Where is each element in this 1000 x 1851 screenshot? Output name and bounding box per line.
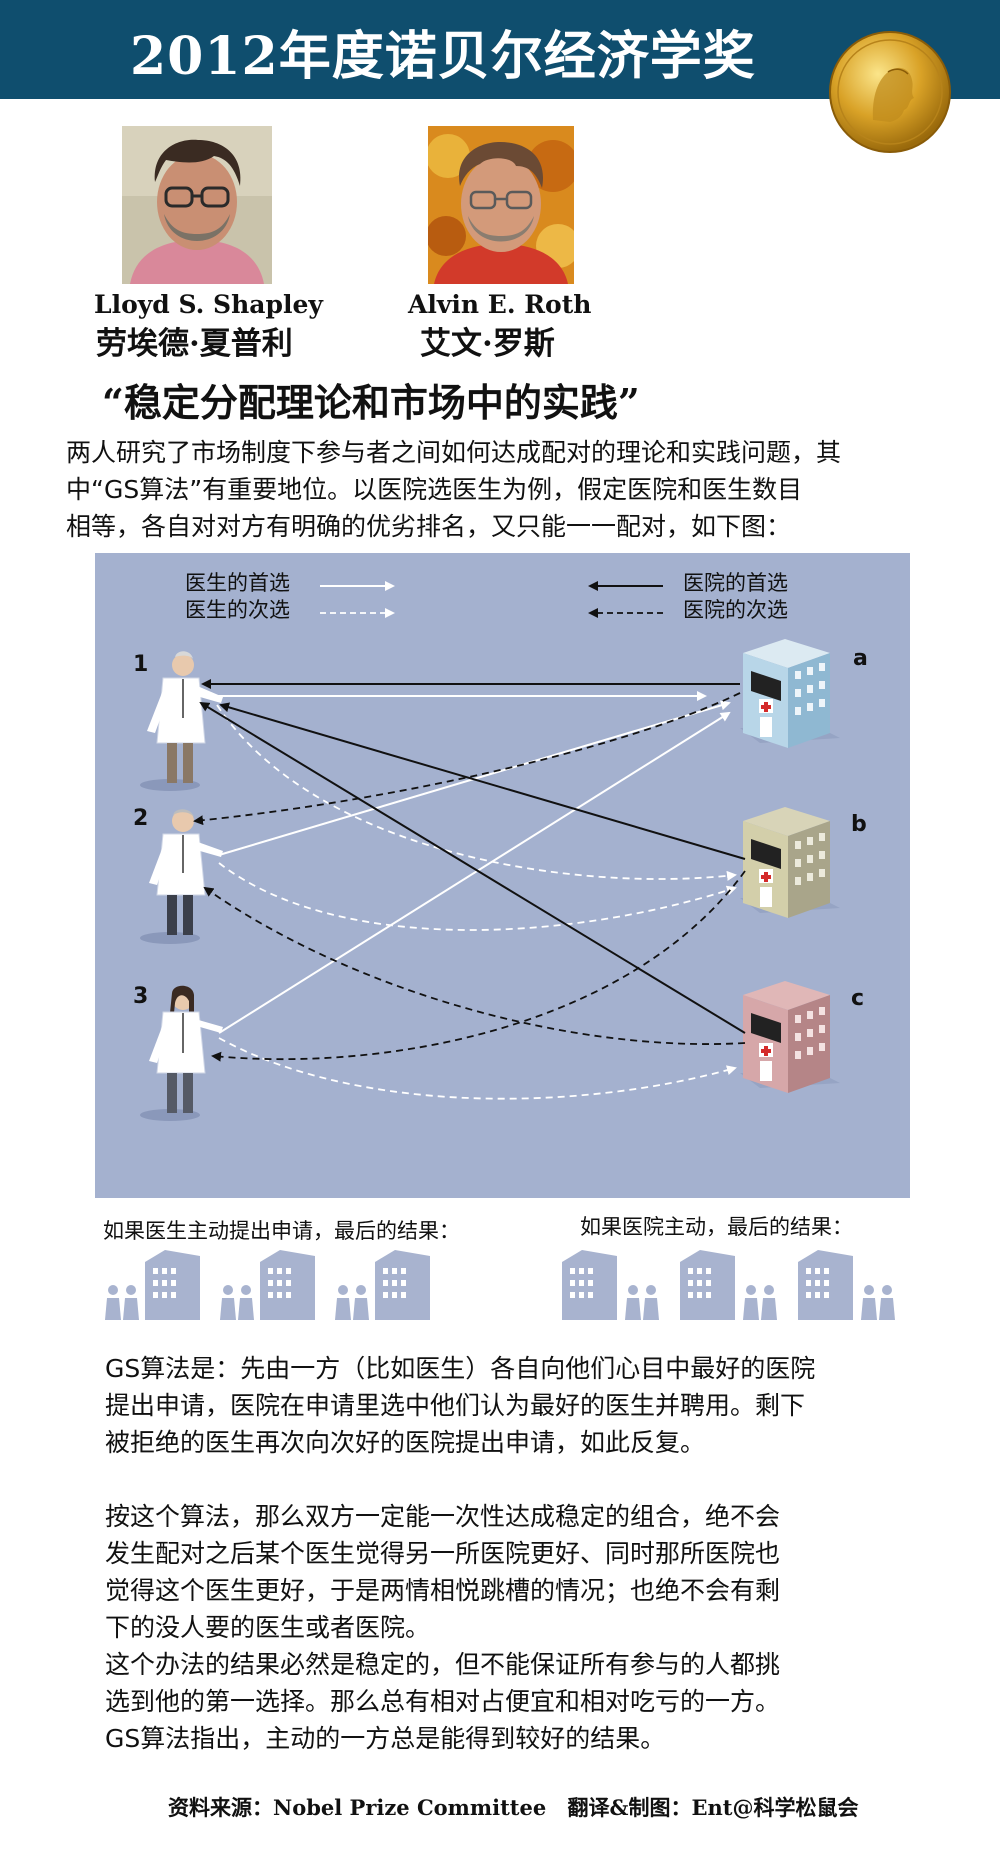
doctor-3: 3 <box>133 984 223 1121</box>
arrow-doctor1-second <box>216 704 737 881</box>
paragraph-line: GS算法指出，主动的一方总是能得到较好的结果。 <box>105 1724 666 1753</box>
legend-hospital-second: 医院的次选 <box>683 598 788 622</box>
roth-portrait <box>428 126 574 284</box>
result-doctor-initiative-label: 如果医生主动提出申请，最后的结果： <box>103 1219 460 1243</box>
arrow-doctor3-second <box>218 1037 737 1100</box>
paragraph-line: 两人研究了市场制度下参与者之间如何达成配对的理论和实践问题，其 <box>66 438 842 467</box>
footer-credits: 资料来源：Nobel Prize Committee 翻译&制图：Ent@科学松… <box>168 1792 872 1822</box>
paragraph-line: 相等，各自对对方有明确的优劣排名，又只能一一配对，如下图： <box>66 512 792 541</box>
footer-credit: 翻译&制图：Ent@科学松鼠会 <box>567 1795 859 1820</box>
paragraph-line: 按这个算法，那么双方一定能一次性达成稳定的组合，绝不会 <box>105 1502 781 1531</box>
header-banner: 2012年度诺贝尔经济学奖 <box>0 0 1000 99</box>
arrow-doctor3-first <box>218 711 731 1034</box>
stability-paragraph: 按这个算法，那么双方一定能一次性达成稳定的组合，绝不会 发生配对之后某个医生觉得… <box>105 1498 780 1757</box>
laureate-name-en: Alvin E. Roth <box>408 290 592 319</box>
result-pair: b+3 <box>741 1244 784 1266</box>
paragraph-line: 发生配对之后某个医生觉得另一所医院更好、同时那所医院也 <box>105 1539 781 1568</box>
result-pair: c+2 <box>857 1244 898 1266</box>
result-hospital-initiative-label: 如果医院主动，最后的结果： <box>580 1215 853 1239</box>
paragraph-line: 这个办法的结果必然是稳定的，但不能保证所有参与的人都挑 <box>105 1650 781 1679</box>
footer-source: 资料来源：Nobel Prize Committee <box>168 1795 547 1820</box>
matching-diagram: 医生的首选 医生的次选 医院的首选 医院的次选 1 2 3 <box>95 553 910 1198</box>
arrow-hospital-a-second <box>193 692 741 826</box>
arrow-hospital-c-second <box>203 886 746 1045</box>
result-pair: 1+a <box>104 1244 146 1266</box>
result-pair: 2+b <box>222 1244 265 1266</box>
laureate-name-cn: 艾文·罗斯 <box>420 326 555 362</box>
algorithm-paragraph: GS算法是：先由一方（比如医生）各自向他们心目中最好的医院 提出申请，医院在申请… <box>105 1350 815 1461</box>
hospital-label: b <box>851 812 867 837</box>
paragraph-line: 提出申请，医院在申请里选中他们认为最好的医生并聘用。剩下 <box>105 1391 806 1420</box>
legend-doctor-first: 医生的首选 <box>185 571 290 595</box>
hospital-label: c <box>851 986 864 1011</box>
hospital-a: a <box>740 639 868 748</box>
hospital-c: c <box>740 981 864 1093</box>
arrow-hospital-b-second <box>211 870 746 1062</box>
paragraph-line: 被拒绝的医生再次向次好的医院提出申请，如此反复。 <box>105 1428 706 1457</box>
paragraph-line: GS算法是：先由一方（比如医生）各自向他们心目中最好的医院 <box>105 1354 816 1383</box>
laureate-name-cn: 劳埃德·夏普利 <box>96 326 293 362</box>
doctor-1: 1 <box>133 651 223 791</box>
legend-doctor-second: 医生的次选 <box>185 598 290 622</box>
paragraph-line: 中“GS算法”有重要地位。以医院选医生为例，假定医院和医生数目 <box>66 475 803 504</box>
laureate-name-en: Lloyd S. Shapley <box>94 290 323 319</box>
paragraph-line: 觉得这个医生更好，于是两情相悦跳槽的情况；也绝不会有剩 <box>105 1576 781 1605</box>
intro-paragraph: 两人研究了市场制度下参与者之间如何达成配对的理论和实践问题，其 中“GS算法”有… <box>66 434 841 545</box>
legend-hospital-first: 医院的首选 <box>683 571 788 595</box>
shapley-portrait <box>122 126 272 284</box>
page-title: 2012年度诺贝尔经济学奖 <box>130 26 756 87</box>
paragraph-line: 下的没人要的医生或者医院。 <box>105 1613 431 1642</box>
doctor-label: 3 <box>133 984 148 1009</box>
doctor-2: 2 <box>133 806 223 944</box>
doctor-label: 2 <box>133 806 148 831</box>
result-pair: a+1 <box>624 1244 666 1266</box>
section-subtitle: “稳定分配理论和市场中的实践” <box>102 380 640 425</box>
nobel-medal-icon <box>829 31 951 153</box>
arrow-doctor2-second <box>218 862 737 931</box>
paragraph-line: 选到他的第一选择。那么总有相对占便宜和相对吃亏的一方。 <box>105 1687 781 1716</box>
doctor-label: 1 <box>133 652 148 677</box>
result-pair: 3+c <box>338 1244 379 1266</box>
arrow-hospital-b-first <box>219 702 746 860</box>
hospital-b: b <box>740 807 867 918</box>
hospital-label: a <box>853 646 868 671</box>
arrow-hospital-c-first <box>199 701 746 1034</box>
